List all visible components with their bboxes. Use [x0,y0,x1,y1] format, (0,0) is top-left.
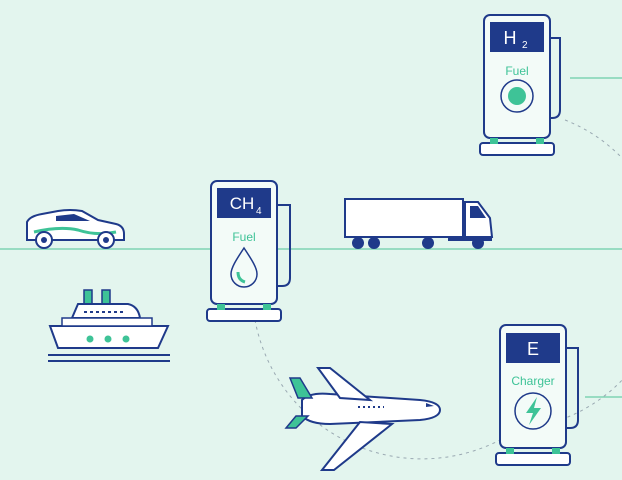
ch4-fuel-station: CH 4 Fuel [206,180,291,322]
h2-formula: H [504,28,517,48]
h2-dot-icon [508,87,526,105]
h2-fuel-station: H 2 Fuel [479,14,561,156]
dashed-connector-bottom [254,319,501,460]
ship-icon [48,289,170,362]
ch4-formula: CH [230,194,255,213]
ch4-subscript: 4 [256,206,262,217]
lightning-icon [526,397,541,425]
h2-label: Fuel [505,64,528,78]
car-icon [26,209,125,249]
h2-subscript: 2 [522,40,528,51]
truck-icon [344,198,494,249]
airplane-icon [284,367,442,471]
dashed-connector [559,119,622,421]
e-formula: E [527,339,539,359]
e-label: Charger [511,374,554,388]
e-charger-station: E Charger [495,324,579,466]
droplet-icon [230,246,258,288]
ch4-label: Fuel [232,230,255,244]
